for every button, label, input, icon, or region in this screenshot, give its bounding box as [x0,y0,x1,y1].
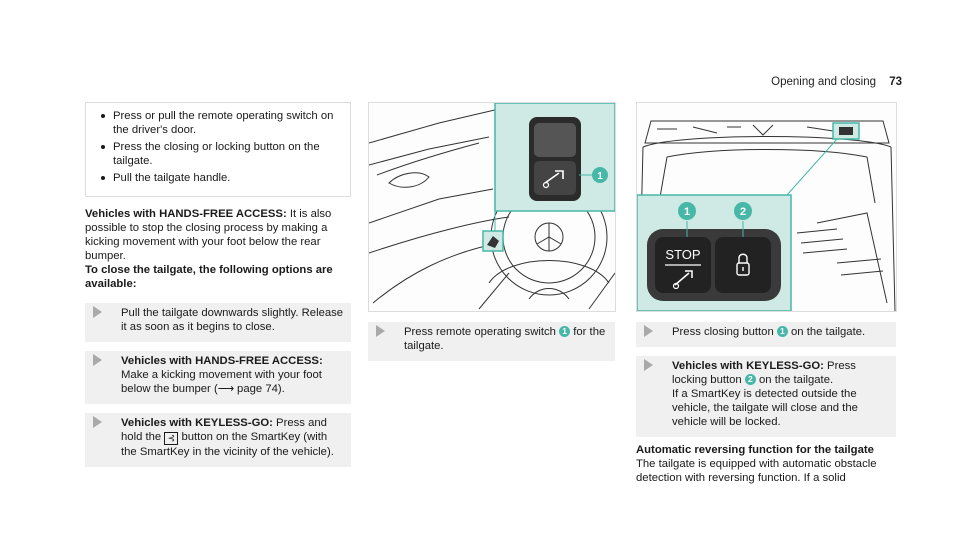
section-title: Opening and closing [771,76,876,88]
step-arrow-icon [93,306,102,318]
auto-reverse-section: Automatic reversing function for the tai… [636,443,896,485]
step-item: Pull the tailgate downwards slightly. Re… [85,303,351,342]
right-column: Press closing button 1 on the tailgate. … [636,322,896,485]
callout-number-1: 1 [559,326,571,337]
callout-number-2: 2 [744,374,756,385]
auto-reverse-heading: Automatic reversing function for the tai… [636,444,874,456]
list-item: Press the closing or locking button on t… [96,140,340,168]
stop-label: STOP [665,247,700,262]
list-item: Pull the tailgate handle. [96,171,340,185]
callout-number-1: 1 [776,326,788,337]
step-item: Press remote operating switch 1 for the … [368,322,615,361]
step-arrow-icon [93,354,102,366]
left-column: Press or pull the remote operating switc… [85,102,351,467]
step-item: Vehicles with HANDS-FREE ACCESS: Make a … [85,351,351,404]
step-item: Press closing button 1 on the tailgate. [636,322,896,347]
callout-1: 1 [684,206,690,218]
door-switch-illustration: 1 [368,102,616,312]
step-item: Vehicles with KEYLESS-GO: Press locking … [636,356,896,437]
page-header: Opening and closing 73 [771,76,902,88]
middle-column: Press remote operating switch 1 for the … [368,322,615,361]
auto-reverse-text: The tailgate is equipped with automatic … [636,458,877,484]
bullet-icon [101,114,105,118]
door-switch-drawing: 1 [369,103,615,311]
step-arrow-icon [376,325,385,337]
page-reference-link[interactable]: page 74). [233,383,285,395]
tailgate-buttons-illustration: STOP 1 2 [636,102,897,312]
step-arrow-icon [644,325,653,337]
bullet-icon [101,176,105,180]
step-item: Vehicles with KEYLESS-GO: Press and hold… [85,413,351,467]
list-item: Press or pull the remote operating switc… [96,109,340,137]
tailgate-drawing: STOP 1 2 [637,103,896,311]
page-reference-arrow-icon: ⟶ [217,383,234,395]
bullet-icon [101,145,105,149]
step-arrow-icon [644,359,653,371]
tailgate-icon: ⊰ [164,432,179,445]
hands-free-note: Vehicles with HANDS-FREE ACCESS: It is a… [85,207,351,291]
page-number: 73 [889,76,902,88]
open-options-list: Press or pull the remote operating switc… [96,109,340,185]
close-heading: To close the tailgate, the following opt… [85,264,333,290]
step-arrow-icon [93,416,102,428]
callout-1: 1 [597,171,603,182]
callout-2: 2 [740,206,746,218]
options-box: Press or pull the remote operating switc… [85,102,351,197]
